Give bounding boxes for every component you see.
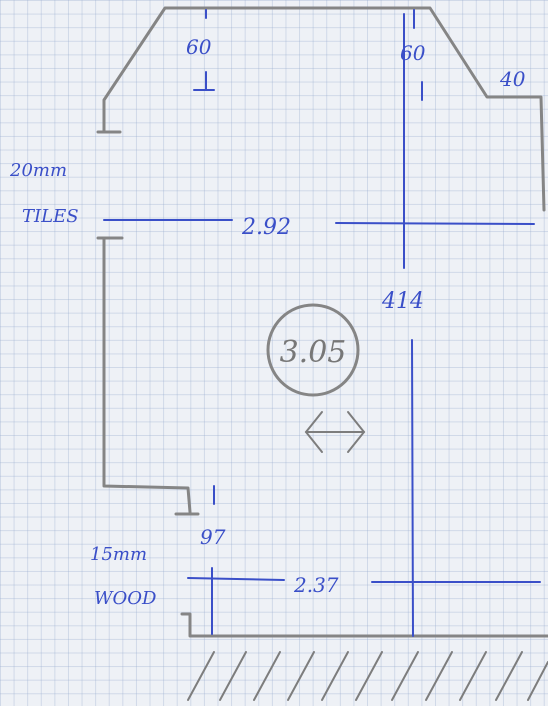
dim-step: 40 xyxy=(499,67,526,91)
dimension-lines xyxy=(103,9,541,637)
upper-wall-outline xyxy=(102,6,546,212)
floor-line xyxy=(180,612,548,638)
circled-dimension: 3.05 xyxy=(266,303,360,397)
ground-hatching xyxy=(187,651,548,701)
dim-circled: 3.05 xyxy=(280,335,347,370)
right-vertical-lower xyxy=(411,339,414,637)
dim-height-total: 414 xyxy=(381,289,424,314)
dim-width-bottom: 2.37 xyxy=(293,573,339,597)
dimension-circle xyxy=(266,303,360,397)
dim-width-top: 2.92 xyxy=(241,215,291,240)
label-upper-type: TILES xyxy=(22,206,79,227)
left-wall xyxy=(102,236,192,514)
dim-top-left: 60 xyxy=(186,35,212,59)
label-lower-type: WOOD xyxy=(94,588,157,609)
label-lower-size: 15mm xyxy=(90,544,147,565)
width-top-right xyxy=(335,222,535,225)
dim-top-right: 60 xyxy=(400,41,426,65)
dim-lower-rise: 97 xyxy=(200,525,226,549)
room-outline xyxy=(96,6,548,638)
double-arrow-icon xyxy=(304,411,366,453)
width-bottom-left xyxy=(187,577,285,581)
dimension-labels: 60 60 40 2.92 414 97 2.37 20mm TILES 15m… xyxy=(9,35,526,609)
label-upper-size: 20mm xyxy=(9,160,67,181)
